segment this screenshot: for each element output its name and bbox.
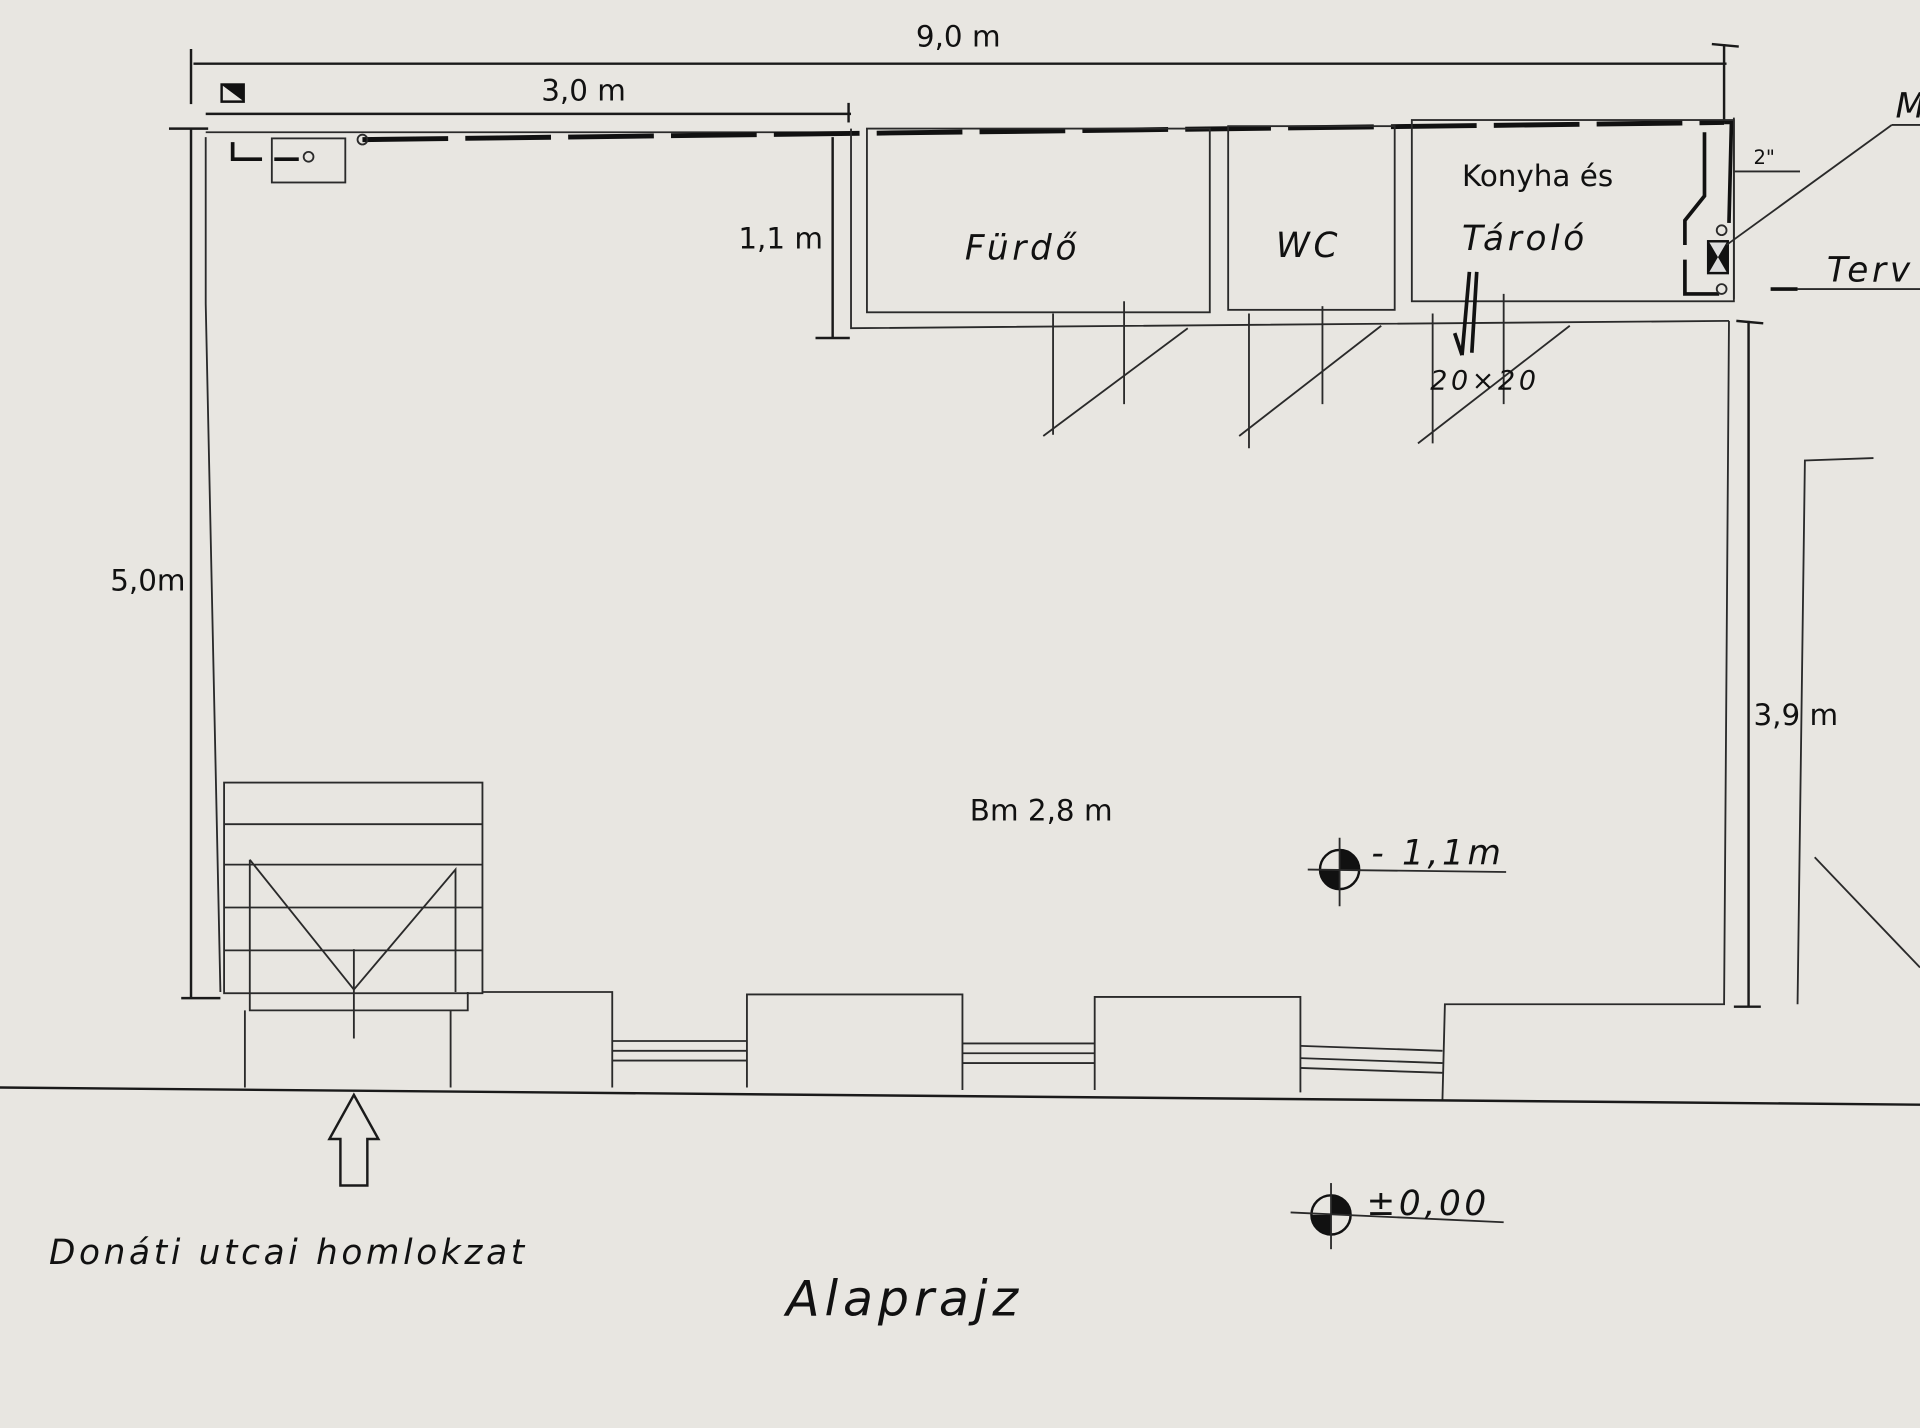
room-kitchen-label-1: Konyha és [1462,159,1613,193]
plan-annotation: Terv [1770,251,1920,291]
dimension-right-height-label: 3,9 m [1753,698,1838,732]
room-kitchen-storage: Konyha és Tároló [1410,119,1735,303]
dimension-partial-width: 3,0 m [205,73,852,123]
dimension-right-height: 3,9 m [1733,319,1838,1008]
dimension-left-height: 5,0m [110,127,221,1000]
entrance-arrow-icon [327,1092,381,1187]
level-marker-street: ±0,00 [1290,1183,1504,1250]
street-level-label: ±0,00 [1367,1184,1490,1224]
dimension-overall-width-label: 9,0 m [916,20,1001,54]
staircase [223,781,484,1039]
pipe-size-label: 2" [1753,146,1774,169]
dimension-partial-width-label: 3,0 m [541,73,626,107]
clear-height-label: Bm 2,8 m [970,794,1113,828]
window [1300,1044,1443,1074]
dimension-room-depth: 1,1 m [738,137,850,340]
plan-title: Alaprajz [783,1270,1023,1327]
floor-level-label: - 1,1m [1371,834,1504,874]
room-bath-label: Fürdő [965,229,1080,269]
window [962,1042,1095,1064]
room-wc: WC [1227,125,1396,311]
room-bath: Fürdő [850,127,1729,330]
window [612,1040,747,1062]
plan-label: Terv [1827,251,1914,291]
room-kitchen-label-2: Tároló [1462,219,1588,259]
meter-label: M [1896,87,1920,127]
hatching: 20×20 [1042,271,1571,449]
facade-label: Donáti utcai homlokzat [49,1233,528,1273]
pipe-annotation: 2" [1733,146,1800,173]
vent-size-label: 20×20 [1430,365,1539,396]
water-meter-icon: M [1706,87,1920,295]
room-wc-label: WC [1276,226,1341,266]
level-marker-floor: - 1,1m [1307,834,1507,907]
dimension-left-height-label: 5,0m [110,563,185,597]
dimension-overall-width: 9,0 m [189,20,1739,123]
front-facade [0,457,1920,1106]
dimension-room-depth-label: 1,1 m [738,222,823,256]
utility-fixture [230,133,369,184]
